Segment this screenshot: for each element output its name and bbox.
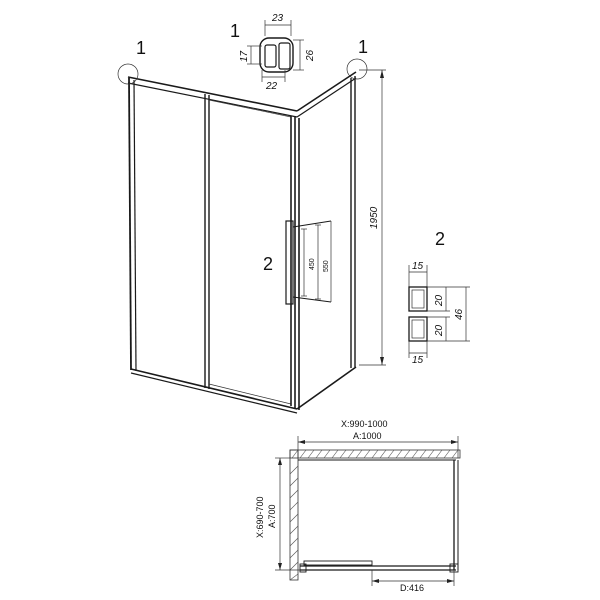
plan-width-nominal: A:1000 — [353, 431, 382, 441]
plan-depth-nominal: A:700 — [267, 504, 277, 528]
height-dimension-label: 1950 — [369, 206, 380, 229]
profile-callout: 1 — [230, 21, 240, 41]
door-opening-dim: D:416 — [400, 583, 424, 593]
profile-section-detail: 1 23 17 26 22 — [230, 13, 316, 92]
seal-bottom-width-dim: 15 — [412, 355, 424, 366]
bottom-rail — [130, 366, 357, 414]
left-corner-detail-circle — [117, 63, 139, 85]
seal-detail: 2 15 20 20 46 15 — [408, 229, 470, 366]
plan-view: X:990-1000 A:1000 — [255, 419, 461, 593]
plan-enclosure-outline — [298, 459, 459, 573]
sliding-door-panel — [204, 94, 292, 405]
handle-outer-dim: 550 — [323, 260, 330, 272]
corner-post — [290, 116, 300, 410]
profile-top-dim: 23 — [271, 13, 284, 24]
right-corner-detail-circle — [346, 58, 368, 80]
handle-inner-dim: 450 — [309, 258, 316, 270]
seal-callout: 2 — [435, 229, 445, 249]
left-corner-callout: 1 — [136, 38, 146, 58]
enclosure-3d-view: 450 550 2 1950 1 1 — [117, 37, 386, 414]
seal-upper-height-dim: 20 — [434, 294, 445, 307]
handle-callout: 2 — [263, 254, 273, 274]
plan-depth-range: X:690-700 — [255, 496, 265, 538]
left-wall-profile — [128, 77, 137, 372]
plan-width-range: X:990-1000 — [341, 419, 388, 429]
profile-left-dim: 17 — [239, 50, 250, 62]
height-dimension-line — [359, 69, 386, 366]
profile-bottom-dim: 22 — [265, 81, 278, 92]
top-rail — [127, 71, 357, 118]
wall-hatching — [289, 449, 461, 581]
profile-right-dim: 26 — [305, 49, 316, 62]
seal-top-width-dim: 15 — [412, 261, 424, 272]
seal-total-height-dim: 46 — [454, 308, 465, 320]
side-panel — [350, 76, 356, 368]
seal-lower-height-dim: 20 — [434, 324, 445, 337]
right-corner-callout: 1 — [358, 37, 368, 57]
door-handle — [285, 220, 332, 305]
